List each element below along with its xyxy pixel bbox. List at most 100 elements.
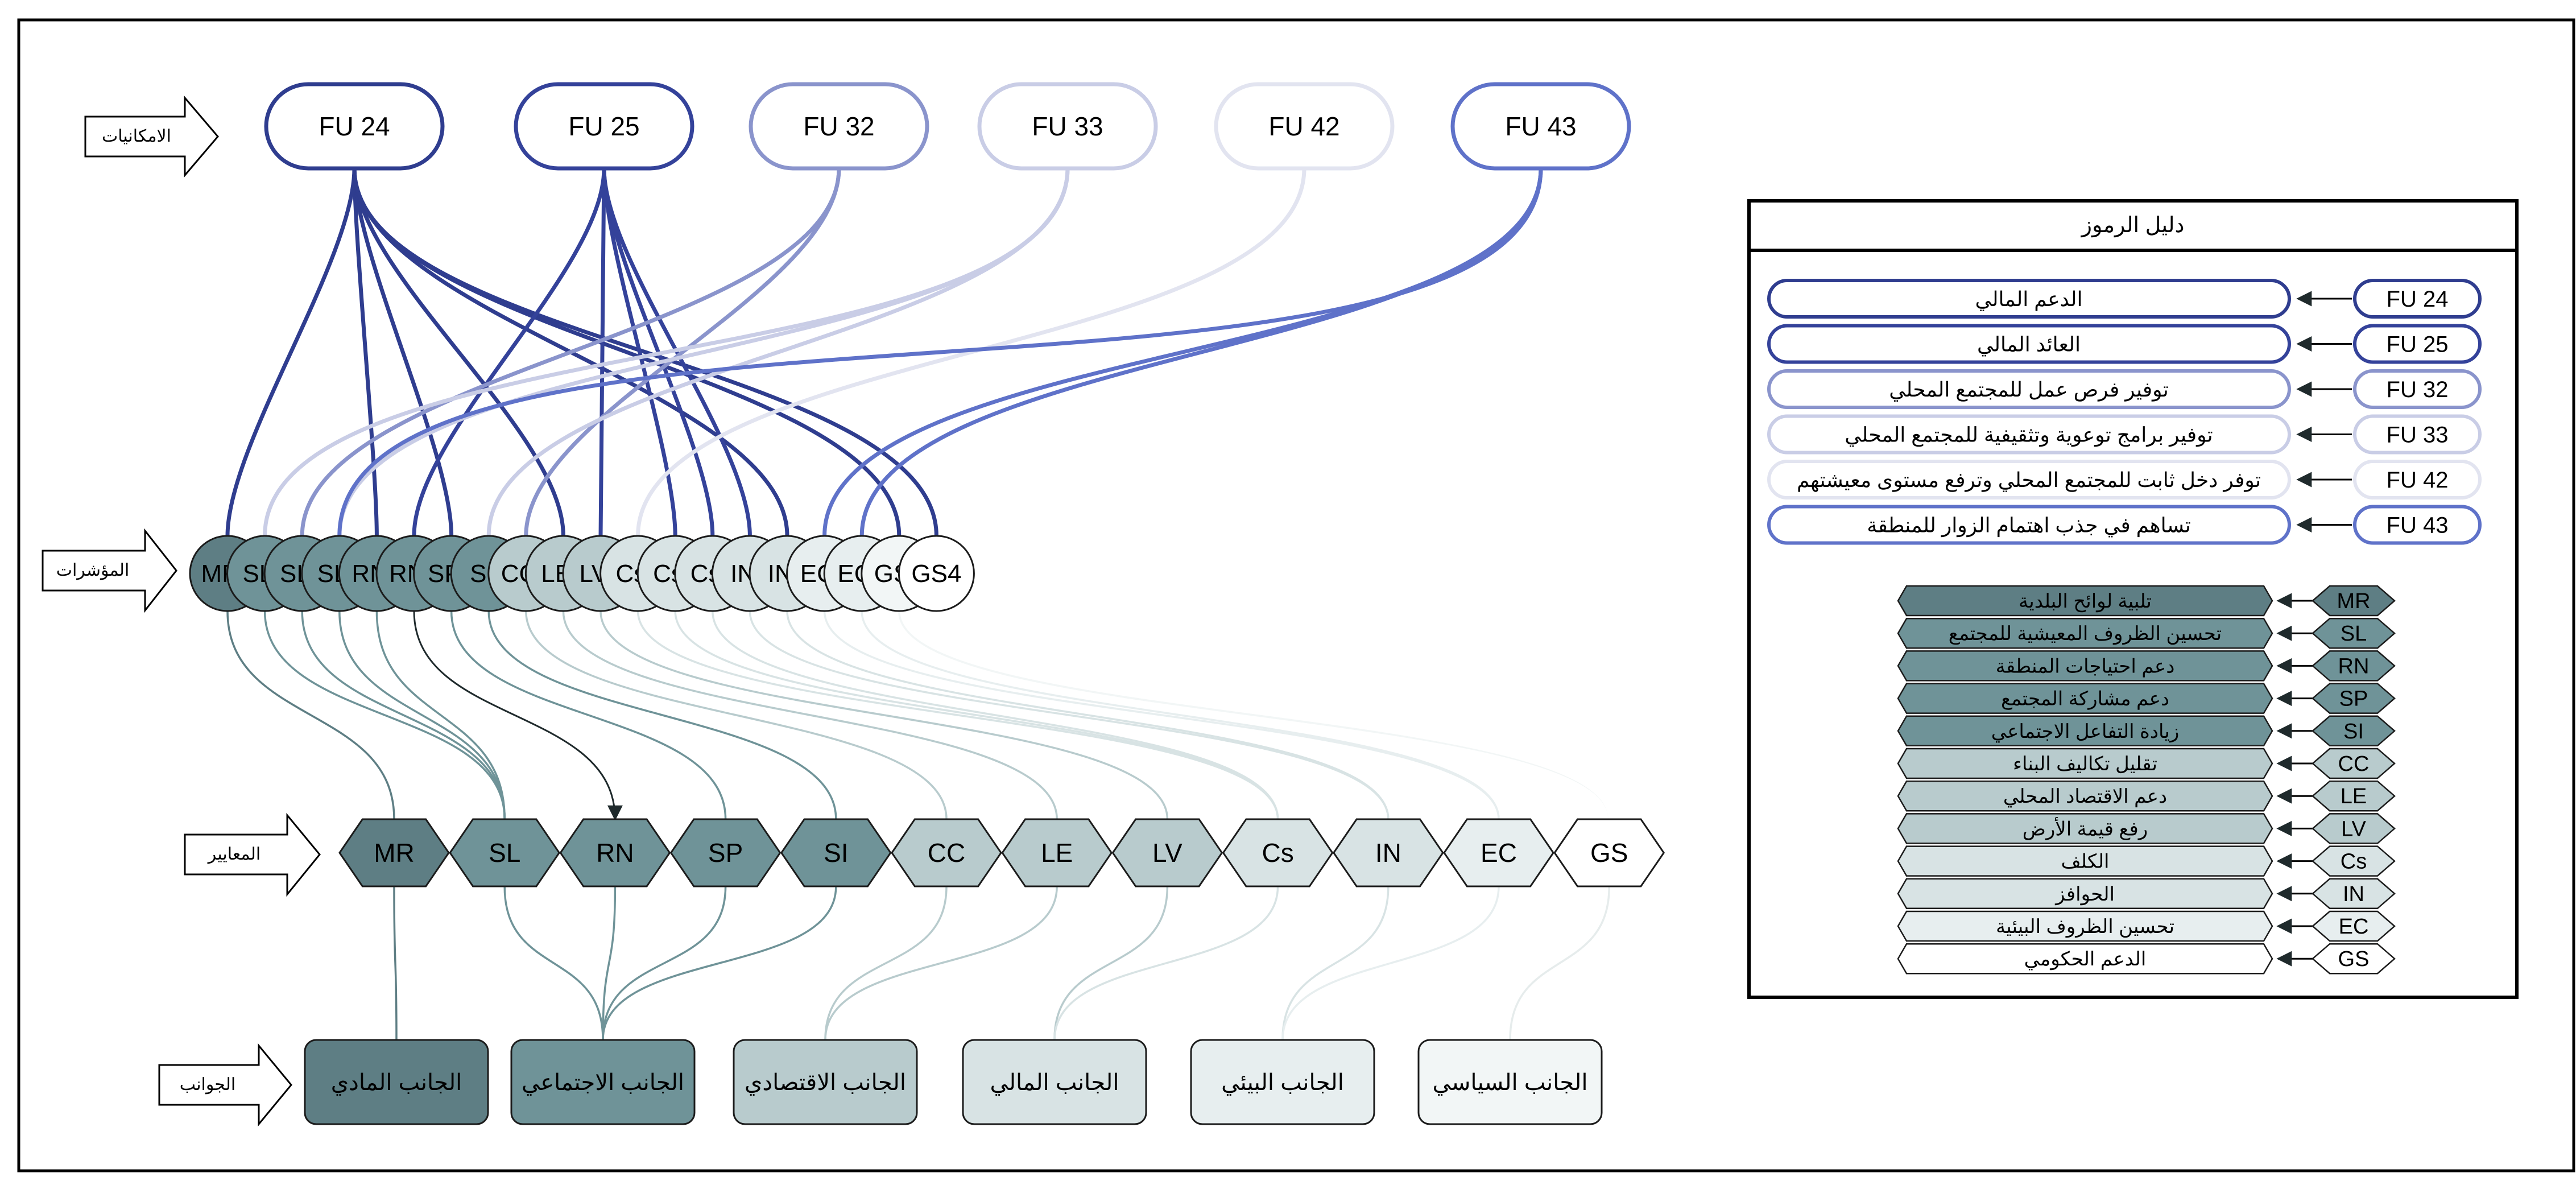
aspect-node-4: الجانب البيئي	[1190, 1039, 1375, 1125]
legend-criteria-hexagon	[2312, 715, 2396, 747]
aspect-node-0: الجانب المادي	[304, 1039, 489, 1125]
legend-potential-code: FU 43	[2387, 513, 2449, 538]
criteria-node-1: SL	[449, 818, 561, 887]
criteria-code: MR	[374, 838, 415, 868]
legend-criteria-row-4: زيادة التفاعل الاجتماعي SI	[1897, 715, 2396, 747]
legend-criteria-hexagon	[2312, 780, 2396, 812]
legend-potential-code: FU 33	[2387, 423, 2449, 448]
criteria-code: Cs	[1262, 838, 1293, 868]
legend-criteria-meaning-box	[1897, 585, 2273, 617]
criteria-hexagon	[559, 818, 671, 887]
legend-criteria-hexagon	[2312, 878, 2396, 910]
indicator-node-19: GS4	[898, 535, 975, 612]
potential-link-11	[602, 168, 752, 536]
criteria-code: SP	[708, 838, 743, 868]
indicator-code: GS4	[911, 560, 961, 588]
potential-code: FU 43	[1505, 112, 1576, 141]
criteria-hexagon	[1001, 818, 1113, 887]
indicator-criteria-link-14	[749, 610, 1390, 820]
criteria-node-3: SP	[669, 818, 782, 887]
potential-pill	[264, 82, 445, 171]
legend-criteria-meaning-box	[1897, 878, 2273, 910]
legend-potential-row-4: توفر دخل ثابت للمجتمع المحلي وترفع مستوى…	[1767, 460, 2482, 499]
potential-link-7	[412, 168, 606, 536]
indicator-criteria-link-2	[301, 610, 506, 820]
aspect-box	[733, 1039, 918, 1125]
legend-criteria-code: LV	[2341, 817, 2366, 841]
legend-criteria-meaning-box	[1897, 683, 2273, 714]
aspect-node-5: الجانب السياسي	[1417, 1039, 1603, 1125]
potential-pill	[514, 82, 694, 171]
aspect-box	[1190, 1039, 1375, 1125]
criteria-hexagon	[1443, 818, 1554, 887]
legend-criteria-row-7: رفع قيمة الأرض LV	[1897, 813, 2396, 844]
legend-potential-meaning: توفر دخل ثابت للمجتمع المحلي وترفع مستوى…	[1797, 468, 2261, 492]
legend-potential-code-box	[2353, 460, 2482, 499]
indicator-criteria-link-16	[823, 610, 1500, 820]
potential-link-13	[524, 168, 841, 536]
indicator-criteria-link-17	[861, 610, 1500, 820]
potential-link-0	[225, 168, 357, 536]
row-label-indicators: المؤشرات	[42, 528, 177, 613]
legend-criteria-meaning-box	[1897, 910, 2273, 942]
legend-criteria-meaning: رفع قيمة الأرض	[2023, 816, 2148, 840]
criteria-node-2: RN	[559, 818, 671, 887]
criteria-aspect-link-10	[1281, 886, 1500, 1041]
criteria-code: SI	[824, 838, 848, 868]
legend-criteria-meaning: الكلف	[2061, 851, 2109, 873]
legend-criteria-code: SI	[2343, 720, 2364, 744]
criteria-node-7: LV	[1111, 818, 1223, 887]
criteria-aspect-link-8	[1053, 886, 1279, 1041]
potential-link-18	[337, 168, 1543, 536]
row-label-aspects-text: الجوانب	[180, 1075, 235, 1095]
criteria-node-9: IN	[1332, 818, 1444, 887]
legend-potential-code: FU 42	[2387, 468, 2449, 493]
criteria-hexagon	[1332, 818, 1444, 887]
potential-node-4: FU 42	[1214, 82, 1395, 171]
criteria-node-6: LE	[1001, 818, 1113, 887]
criteria-code: LE	[1041, 838, 1073, 868]
criteria-hexagon	[1111, 818, 1223, 887]
potential-link-3	[352, 168, 565, 536]
legend-potential-meaning: الدعم المالي	[1975, 287, 2082, 311]
legend-criteria-meaning: تحسين الظروف المعيشية للمجتمع	[1949, 623, 2222, 645]
indicator-criteria-link-4	[375, 610, 506, 820]
legend-criteria-meaning-box	[1897, 813, 2273, 844]
indicator-criteria-link-12	[674, 610, 1279, 820]
legend-criteria-hexagon	[2312, 943, 2396, 975]
aspect-box	[962, 1039, 1147, 1125]
criteria-code: CC	[928, 838, 965, 868]
potential-code: FU 25	[568, 112, 639, 141]
potential-code: FU 33	[1032, 112, 1103, 141]
criteria-node-4: SI	[780, 818, 892, 887]
potential-node-1: FU 25	[514, 82, 694, 171]
indicator-criteria-link-6	[450, 610, 727, 820]
legend-potential-meaning: العائد المالي	[1977, 333, 2081, 357]
criteria-hexagon	[669, 818, 782, 887]
legend-criteria-meaning-box	[1897, 780, 2273, 812]
legend-criteria-code: Cs	[2341, 850, 2367, 874]
criteria-code: IN	[1375, 838, 1401, 868]
criteria-hexagon	[1553, 818, 1665, 887]
potential-pill	[749, 82, 929, 171]
criteria-aspect-link-2	[602, 886, 617, 1041]
legend-criteria-hexagon	[2312, 910, 2396, 942]
legend-title: دليل الرموز	[2081, 213, 2185, 238]
criteria-hexagon	[891, 818, 1002, 887]
potential-pill	[1214, 82, 1395, 171]
indicator-criteria-link-10	[599, 610, 1169, 820]
criteria-code: EC	[1481, 838, 1517, 868]
legend-criteria-meaning: زيادة التفاعل الاجتماعي	[1991, 721, 2180, 743]
potential-link-20	[859, 168, 1543, 536]
legend-criteria-meaning-box	[1897, 845, 2273, 877]
legend-criteria-code: GS	[2338, 947, 2370, 971]
